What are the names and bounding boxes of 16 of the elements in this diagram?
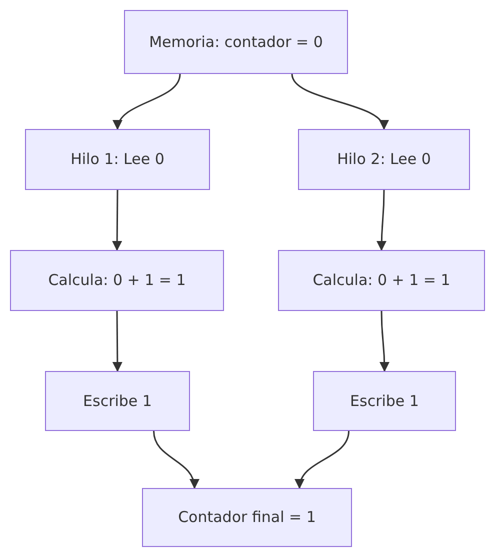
- arrow: [376, 190, 387, 251]
- arrow: [153, 430, 198, 489]
- arrow: [291, 74, 386, 130]
- arrow: [379, 311, 390, 372]
- process-box: Calcula: 0 + 1 = 1: [278, 250, 485, 311]
- process-box: Escribe 1: [45, 371, 190, 431]
- process-box: Calcula: 0 + 1 = 1: [10, 250, 224, 311]
- process-box: Hilo 1: Lee 0: [25, 129, 210, 190]
- arrow: [114, 74, 181, 130]
- process-box: Hilo 2: Lee 0: [298, 129, 470, 190]
- process-box: Escribe 1: [313, 371, 456, 431]
- process-box: Memoria: contador = 0: [124, 10, 348, 74]
- arrow: [112, 311, 122, 372]
- arrow: [112, 190, 122, 251]
- process-box: Contador final = 1: [142, 488, 352, 547]
- arrow: [296, 430, 350, 489]
